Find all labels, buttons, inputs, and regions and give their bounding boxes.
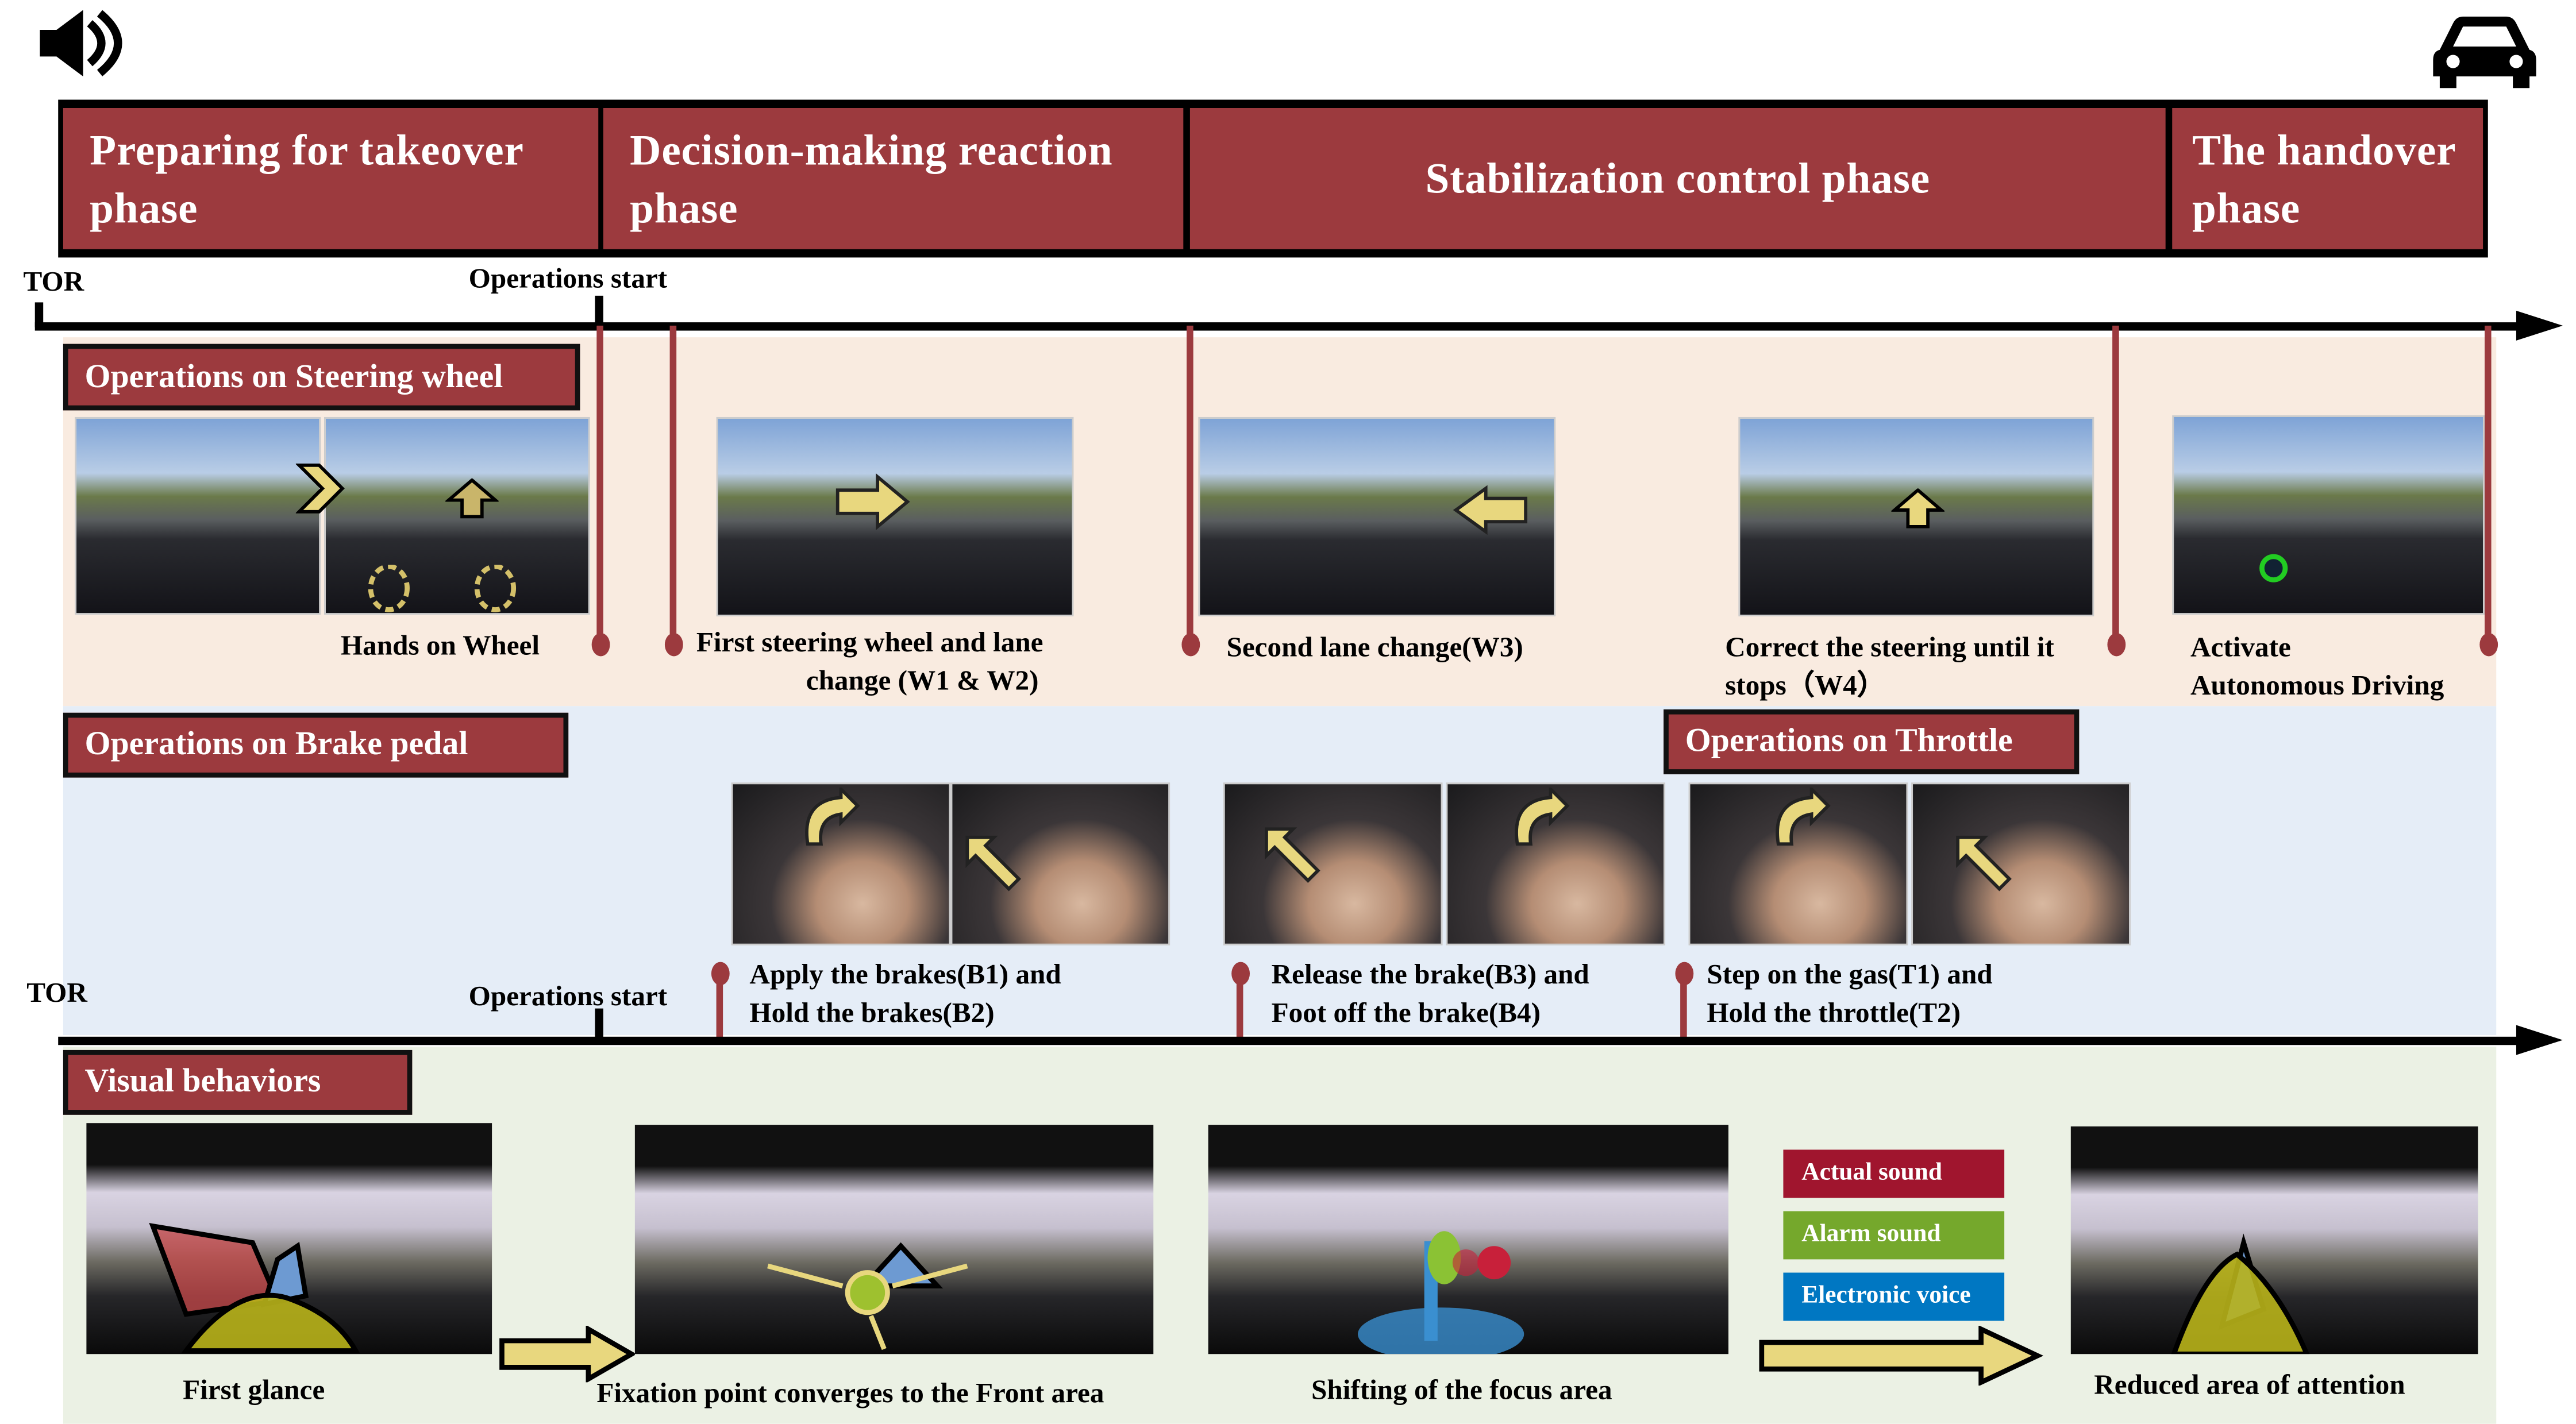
timeline-arrowhead — [2516, 310, 2563, 341]
car-icon — [2433, 16, 2536, 88]
tor-tick — [34, 302, 44, 327]
arrow-up-left-icon — [1956, 835, 2012, 892]
visual-photo-first-glance — [86, 1123, 492, 1354]
arrow-up-left-icon — [1265, 827, 1320, 883]
progress-arrow-2 — [1759, 1326, 2044, 1386]
chevron-right-icon — [295, 463, 345, 514]
legend-electronic-voice: Electronic voice — [1783, 1272, 2005, 1321]
arrow-left-icon — [1453, 485, 1528, 535]
phase-handover: The handover phase — [2172, 107, 2483, 249]
marker-line — [716, 971, 723, 1039]
caption-shifting-focus: Shifting of the focus area — [1311, 1373, 1612, 1406]
operations-start-tick-bottom — [595, 1008, 603, 1040]
visual-photo-reduced — [2070, 1126, 2478, 1354]
autopilot-button-icon — [2259, 554, 2288, 582]
phase-label: Decision-making reaction phase — [630, 125, 1113, 232]
caption-correct-steering: Correct the steering until it — [1725, 631, 2054, 663]
arrow-up-left-icon — [965, 835, 1022, 892]
caption-step-on-gas: Step on the gas(T1) and — [1707, 958, 1993, 990]
marker-dot — [591, 632, 610, 657]
caption-first-lane-change-2: change (W1 & W2) — [806, 664, 1039, 696]
legend-alarm-sound: Alarm sound — [1783, 1211, 2005, 1260]
visual-title: Visual behaviors — [63, 1049, 413, 1115]
curved-arrow-icon — [1776, 787, 1831, 846]
fixation-overlay — [767, 1242, 968, 1350]
operations-start-tick — [595, 295, 603, 327]
phase-bar: Preparing for takeover phase Decision-ma… — [58, 99, 2488, 258]
caption-first-lane-change: First steering wheel and lane — [696, 626, 1044, 658]
marker-dot — [1231, 962, 1250, 986]
hands-position-icon — [368, 565, 517, 612]
marker-line — [669, 325, 677, 642]
visual-photo-shifting — [1208, 1125, 1728, 1354]
caption-foot-off-brake: Foot off the brake(B4) — [1271, 997, 1541, 1029]
visual-photo-fixation — [634, 1125, 1154, 1354]
marker-dot — [2479, 632, 2498, 657]
caption-autonomous-driving: Autonomous Driving — [2190, 669, 2444, 701]
attention-area-overlay — [149, 1222, 360, 1353]
steering-photo-1 — [75, 416, 321, 615]
caption-correct-steering-2: stops（W4） — [1725, 669, 1885, 701]
caption-fixation-point: Fixation point converges to the Front ar… — [596, 1377, 1104, 1409]
caption-hands-on-wheel: Hands on Wheel — [340, 630, 540, 662]
phase-label: Stabilization control phase — [1425, 154, 1931, 203]
steering-photo-2 — [324, 416, 590, 615]
reduced-attention-overlay — [2171, 1233, 2310, 1354]
marker-line — [596, 325, 603, 642]
marker-dot — [664, 632, 683, 657]
phase-preparing: Preparing for takeover phase — [63, 107, 599, 249]
caption-hold-throttle: Hold the throttle(T2) — [1707, 997, 1961, 1029]
focus-shift-overlay — [1358, 1231, 1524, 1354]
arrow-up-icon — [445, 478, 499, 519]
marker-line — [2484, 325, 2492, 642]
speaker-icon — [40, 10, 122, 77]
caption-second-lane-change: Second lane change(W3) — [1226, 631, 1523, 663]
caption-apply-brakes: Apply the brakes(B1) and — [749, 958, 1061, 990]
operations-start-label-bottom: Operations start — [468, 980, 668, 1012]
timeline-axis-bottom — [58, 1036, 2520, 1045]
caption-first-glance: First glance — [183, 1373, 325, 1406]
caption-release-brake: Release the brake(B3) and — [1271, 958, 1589, 990]
marker-line — [1187, 325, 1193, 642]
marker-line — [1236, 971, 1243, 1039]
tor-label-bottom: TOR — [26, 977, 87, 1009]
steering-photo-3 — [716, 416, 1074, 617]
marker-dot — [1181, 632, 1200, 657]
phase-decision: Decision-making reaction phase — [603, 107, 1184, 249]
caption-reduced-attention: Reduced area of attention — [2094, 1369, 2405, 1401]
marker-line — [1680, 971, 1687, 1039]
pedal-photo-6 — [1911, 782, 2131, 946]
marker-dot — [1675, 962, 1694, 986]
tor-label: TOR — [23, 265, 84, 298]
legend-actual-sound: Actual sound — [1783, 1149, 2005, 1198]
marker-dot — [711, 962, 730, 986]
timeline-axis — [34, 322, 2520, 331]
marker-dot — [2107, 632, 2126, 657]
phase-stabilization: Stabilization control phase — [1189, 107, 2166, 249]
pedal-photo-3 — [1223, 782, 1443, 946]
arrow-up-icon — [1891, 488, 1944, 528]
curved-arrow-icon — [1515, 787, 1570, 846]
phase-label: The handover phase — [2192, 125, 2456, 232]
phase-label: Preparing for takeover phase — [90, 125, 523, 232]
steering-photo-6 — [2172, 415, 2485, 615]
timeline-arrowhead-bottom — [2516, 1025, 2563, 1055]
caption-hold-brakes: Hold the brakes(B2) — [749, 997, 995, 1029]
operations-start-label: Operations start — [468, 262, 668, 294]
caption-activate: Activate — [2190, 631, 2291, 663]
marker-line — [2112, 325, 2119, 642]
curved-arrow-icon — [805, 787, 860, 846]
brake-title: Operations on Brake pedal — [63, 712, 569, 778]
throttle-title: Operations on Throttle — [1664, 709, 2080, 774]
progress-arrow-1 — [499, 1326, 635, 1383]
arrow-right-icon — [835, 473, 910, 530]
steering-title: Operations on Steering wheel — [63, 344, 580, 411]
